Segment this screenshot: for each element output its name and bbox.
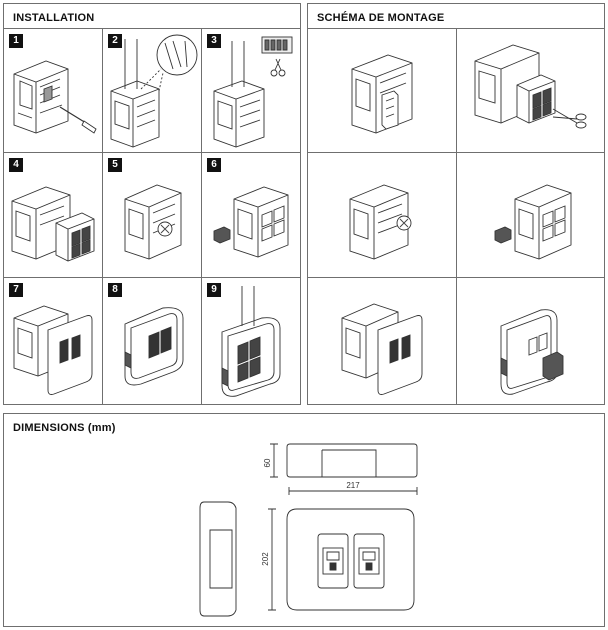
box-with-screwdriver-illustration	[13, 60, 97, 134]
installation-title: INSTALLATION	[13, 12, 95, 24]
box-with-faceplate-illustration	[13, 305, 93, 395]
step-1: 1	[4, 29, 102, 152]
step-8: 8	[103, 278, 201, 404]
schema-panel: SCHÉMA DE MONTAGE	[307, 3, 605, 405]
assembled-box-illustration	[124, 307, 184, 386]
step-3: 3	[202, 29, 300, 152]
dimensions-panel: DIMENSIONS (mm) 60 217 202	[3, 413, 605, 627]
box-with-module-illustration	[11, 186, 95, 262]
box-duct-scissors-illustration	[213, 36, 293, 148]
divider	[201, 28, 202, 404]
schema-item-1	[308, 29, 456, 152]
divider	[102, 28, 103, 404]
step-number: 1	[9, 34, 23, 48]
box-with-module-scissors-illustration	[474, 44, 587, 129]
divider	[4, 28, 300, 29]
step-5: 5	[103, 153, 201, 277]
cable-duct-detail-illustration	[110, 34, 198, 148]
step-4: 4	[4, 153, 102, 277]
box-with-plug-illustration	[494, 184, 572, 260]
schema-item-5	[308, 278, 456, 404]
step-number: 9	[207, 283, 221, 297]
divider	[456, 28, 457, 404]
step-number: 4	[9, 158, 23, 172]
step-number: 5	[108, 158, 122, 172]
box-with-plug-illustration	[213, 186, 289, 258]
step-7: 7	[4, 278, 102, 404]
divider	[4, 277, 300, 278]
schema-title: SCHÉMA DE MONTAGE	[317, 12, 445, 24]
step-number: 8	[108, 283, 122, 297]
dimensions-title: DIMENSIONS (mm)	[13, 422, 116, 434]
assembled-box-with-duct-illustration	[221, 286, 281, 397]
dimensions-drawing: 60 217 202	[199, 443, 418, 617]
step-number: 6	[207, 158, 221, 172]
step-number: 3	[207, 34, 221, 48]
step-9: 9	[202, 278, 300, 404]
step-number: 7	[9, 283, 23, 297]
box-with-connector-illustration	[124, 184, 182, 260]
box-with-faceplate-illustration	[341, 303, 423, 395]
installation-panel: INSTALLATION 1 2	[3, 3, 301, 405]
step-2: 2	[103, 29, 201, 152]
assembled-box-with-cover-illustration	[500, 309, 564, 395]
height-dimension-label: 202	[261, 552, 270, 566]
divider	[4, 152, 300, 153]
schema-item-2	[457, 29, 604, 152]
step-number: 2	[108, 34, 122, 48]
schema-item-4	[457, 153, 604, 277]
step-6: 6	[202, 153, 300, 277]
box-with-connector-illustration	[349, 184, 412, 260]
schema-item-3	[308, 153, 456, 277]
width-dimension-label: 217	[346, 481, 360, 490]
schema-item-6	[457, 278, 604, 404]
depth-dimension-label: 60	[263, 458, 272, 467]
box-with-din-rail-illustration	[351, 54, 413, 134]
